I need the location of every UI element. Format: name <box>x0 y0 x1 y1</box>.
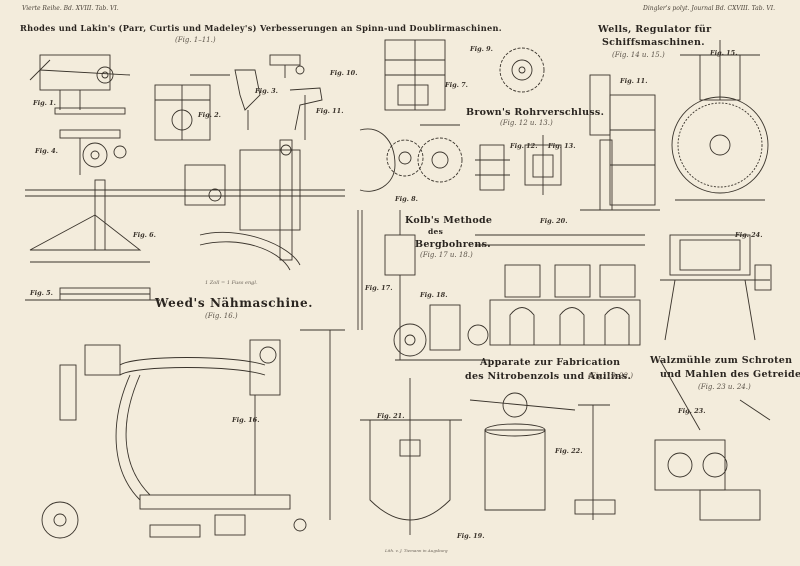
plate-header-left: Vierte Reihe. Bd. XVIII. Tab. VI. <box>22 5 119 12</box>
fig-label-12: Fig. 12. <box>510 142 538 150</box>
brown-title: Brown's Rohrverschluss. <box>466 107 605 118</box>
fig15-drawing <box>671 40 769 201</box>
fig-label-22: Fig. 22. <box>555 447 583 455</box>
fig8-drawing <box>359 124 463 192</box>
fig-label-3: Fig. 3. <box>255 87 278 95</box>
fig22-drawing <box>574 404 616 520</box>
fig10-drawing <box>269 54 305 78</box>
wells-title-line2: Schiffsmaschinen. <box>602 37 705 48</box>
fig21-drawing <box>360 378 462 535</box>
fig-label-4: Fig. 4. <box>35 147 58 155</box>
kolb-title-line3: Bergbohrens. <box>415 239 491 250</box>
fig-label-19: Fig. 19. <box>457 532 485 540</box>
fig-label-16: Fig. 16. <box>232 416 260 424</box>
fig13-drawing <box>524 135 562 195</box>
fig19-drawing <box>469 392 576 511</box>
kolb-title-line1: Kolb's Methode <box>405 215 493 226</box>
regulator-fig11-drawing <box>580 74 660 211</box>
fig-label-15: Fig. 15. <box>710 49 738 57</box>
fig16-drawing <box>41 329 345 539</box>
fig7-drawing <box>384 39 446 111</box>
plate-header-right: Dingler's polyt. Journal Bd. CXVIII. Tab… <box>643 5 775 12</box>
fig-label-18: Fig. 18. <box>420 291 448 299</box>
fig3-drawing <box>234 69 261 130</box>
walz-title-line1: Walzmühle zum Schroten <box>650 355 793 366</box>
fig-label-17: Fig. 17. <box>365 284 393 292</box>
fig-label-21: Fig. 21. <box>377 412 405 420</box>
fig-label-10: Fig. 10. <box>330 69 358 77</box>
fig-label-11-right: Fig. 11. <box>620 77 648 85</box>
fig-label-24: Fig. 24. <box>735 231 763 239</box>
fig-label-5: Fig. 5. <box>30 289 53 297</box>
fig5-drawing <box>25 287 160 301</box>
fig-label-1: Fig. 1. <box>33 99 56 107</box>
fig17-drawing <box>357 210 363 330</box>
brown-subtitle: (Fig. 12 u. 13.) <box>500 119 553 127</box>
fig-label-2: Fig. 2. <box>198 111 221 119</box>
walz-title-line2: und Mahlen des Getreides. <box>660 369 800 380</box>
fig-label-7: Fig. 7. <box>445 81 468 89</box>
fig-label-8: Fig. 8. <box>395 195 418 203</box>
kolb-subtitle: (Fig. 17 u. 18.) <box>420 251 473 259</box>
fig-label-6: Fig. 6. <box>133 231 156 239</box>
fig-label-20: Fig. 20. <box>540 217 568 225</box>
fig11-drawing <box>289 87 323 140</box>
fig4-drawing <box>59 129 127 175</box>
rhodes-subtitle: (Fig. 1–11.) <box>175 36 216 44</box>
apparate-subtitle: (Fig. 19–22.) <box>588 372 634 380</box>
fig18-drawing <box>393 304 490 361</box>
fig9-drawing <box>499 47 545 93</box>
fig2-drawing <box>154 74 230 141</box>
kolb-tool-drawing <box>384 210 416 360</box>
fig12-drawing <box>475 144 510 191</box>
wells-subtitle: (Fig. 14 u. 15.) <box>612 51 665 59</box>
fig24-drawing <box>660 234 772 341</box>
fig-label-13: Fig. 13. <box>548 142 576 150</box>
fig6-drawing <box>25 139 345 271</box>
apparate-title-line1: Apparate zur Fabrication <box>480 357 621 368</box>
fig-label-23: Fig. 23. <box>678 407 706 415</box>
kolb-title-line2: des <box>428 227 444 236</box>
fig-label-11-left: Fig. 11. <box>316 107 344 115</box>
apparate-title-line2: des Nitrobenzols und Anilins. <box>465 371 632 382</box>
fig1-drawing <box>29 54 131 115</box>
weed-subtitle: (Fig. 16.) <box>205 312 238 320</box>
fig-label-9: Fig. 9. <box>470 45 493 53</box>
weed-title: Weed's Nähmaschine. <box>155 296 313 310</box>
rhodes-title: Rhodes und Lakin's (Parr, Curtis und Mad… <box>20 23 502 33</box>
wells-title-line1: Wells, Regulator für <box>598 24 712 35</box>
fig20-drawing <box>475 234 645 346</box>
scale-note: 1 Zoll = 1 Fuss engl. <box>205 280 258 286</box>
lithographer-imprint: Lith. v. J. Tiemann in Augsburg <box>385 548 448 553</box>
walz-subtitle: (Fig. 23 u. 24.) <box>698 383 751 391</box>
fig23-drawing <box>654 359 771 521</box>
